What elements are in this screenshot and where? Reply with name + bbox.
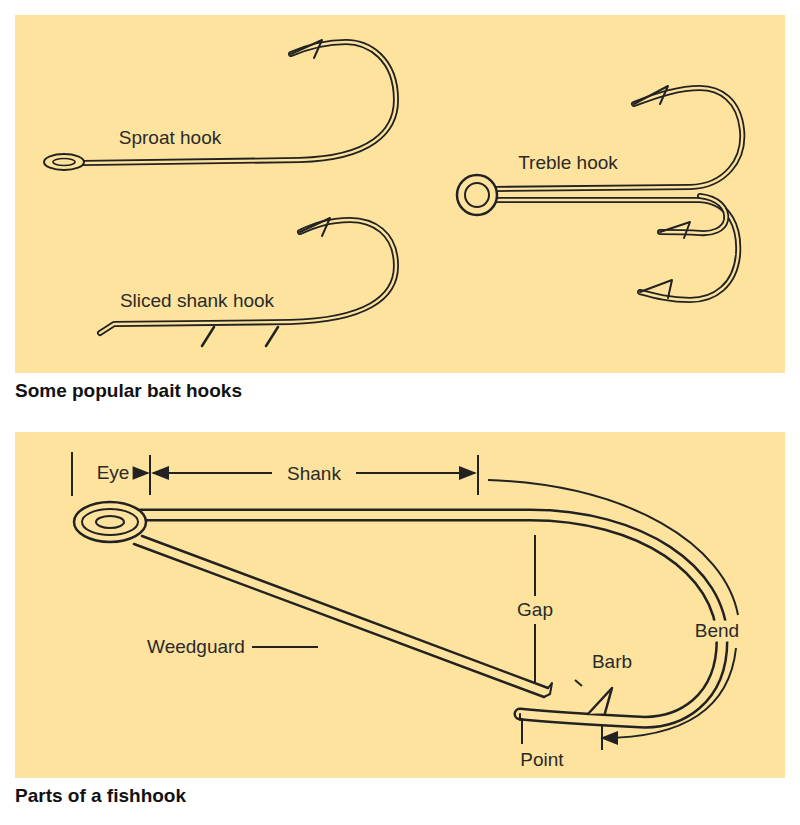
hook-name: Sproat hook	[116, 128, 224, 149]
sproat-hook	[44, 40, 396, 170]
panel	[15, 432, 785, 778]
part-name: Point	[517, 750, 566, 771]
part-name: Gap	[514, 600, 556, 621]
panel	[15, 15, 785, 373]
treble-hook	[457, 86, 742, 300]
fishhook-parts	[74, 502, 722, 722]
part-name: Barb	[589, 652, 635, 673]
sliced-shank-hook	[100, 218, 396, 346]
part-name: Bend	[692, 621, 742, 642]
figure-caption: Parts of a fishhook	[15, 786, 186, 807]
leader-lines	[72, 452, 738, 750]
figure-caption: Some popular bait hooks	[15, 381, 242, 402]
part-name: Shank	[284, 464, 344, 485]
part-name: Eye	[94, 463, 133, 484]
part-name: Weedguard	[144, 637, 248, 658]
hook-name: Sliced shank hook	[117, 291, 277, 312]
hook-name: Treble hook	[515, 153, 621, 174]
